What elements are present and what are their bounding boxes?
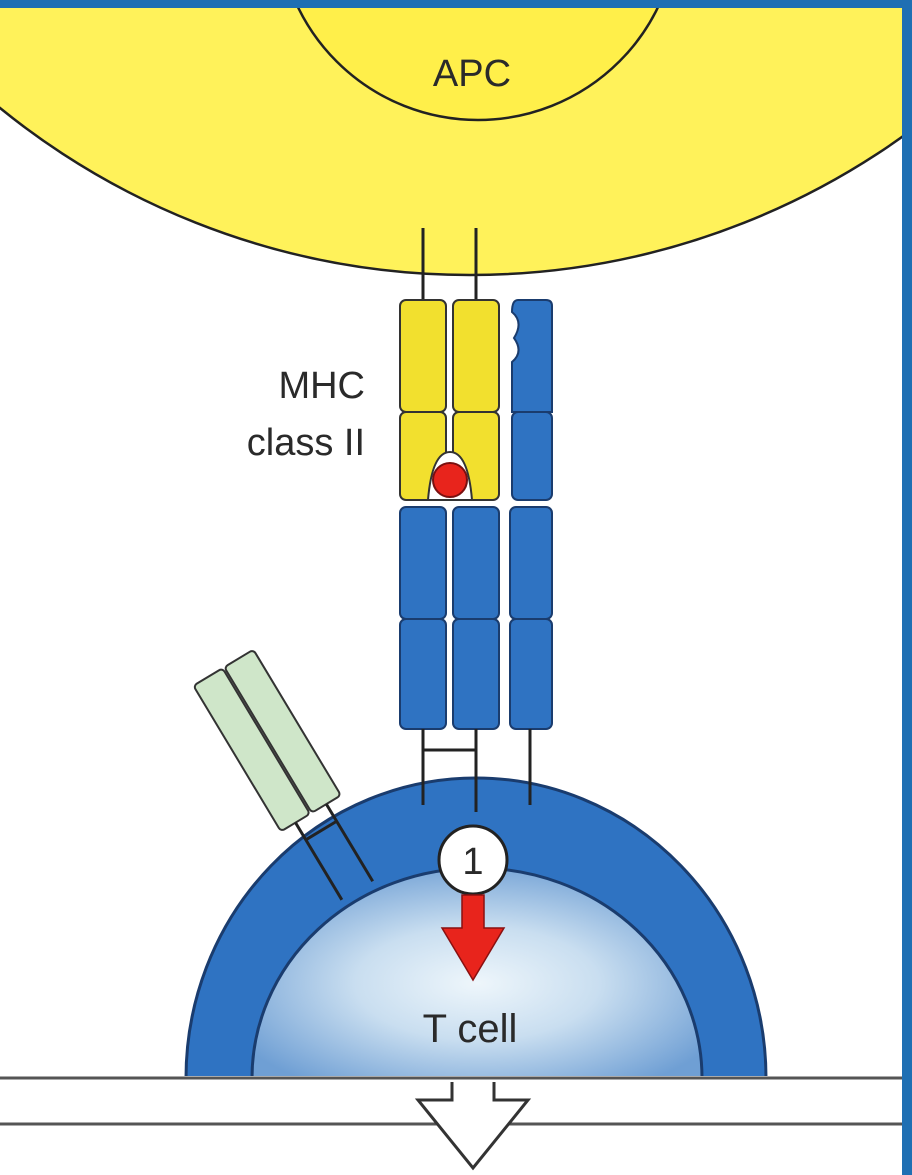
cd4-d3 <box>510 507 552 619</box>
tcr-beta-c <box>453 619 499 729</box>
peptide <box>433 463 467 497</box>
mhc-beta1-domain <box>453 300 499 412</box>
tcr-alpha-c <box>400 619 446 729</box>
cd4-d4 <box>510 619 552 729</box>
apc-label: APC <box>433 53 511 95</box>
t-cell-label: T cell <box>423 1007 518 1051</box>
frame-top-edge <box>0 0 912 8</box>
cd4-d2 <box>512 412 552 500</box>
tcr-alpha-v <box>400 507 446 619</box>
mhc-label-line1: MHC <box>278 365 365 407</box>
cd4-d1 <box>512 300 552 412</box>
signal-1-number: 1 <box>462 841 483 883</box>
tcr-beta-v <box>453 507 499 619</box>
frame-right-edge <box>902 0 912 1175</box>
mhc-label-line2: class II <box>247 422 365 464</box>
mhc-alpha1-domain <box>400 300 446 412</box>
cd4-coreceptor <box>510 300 552 729</box>
